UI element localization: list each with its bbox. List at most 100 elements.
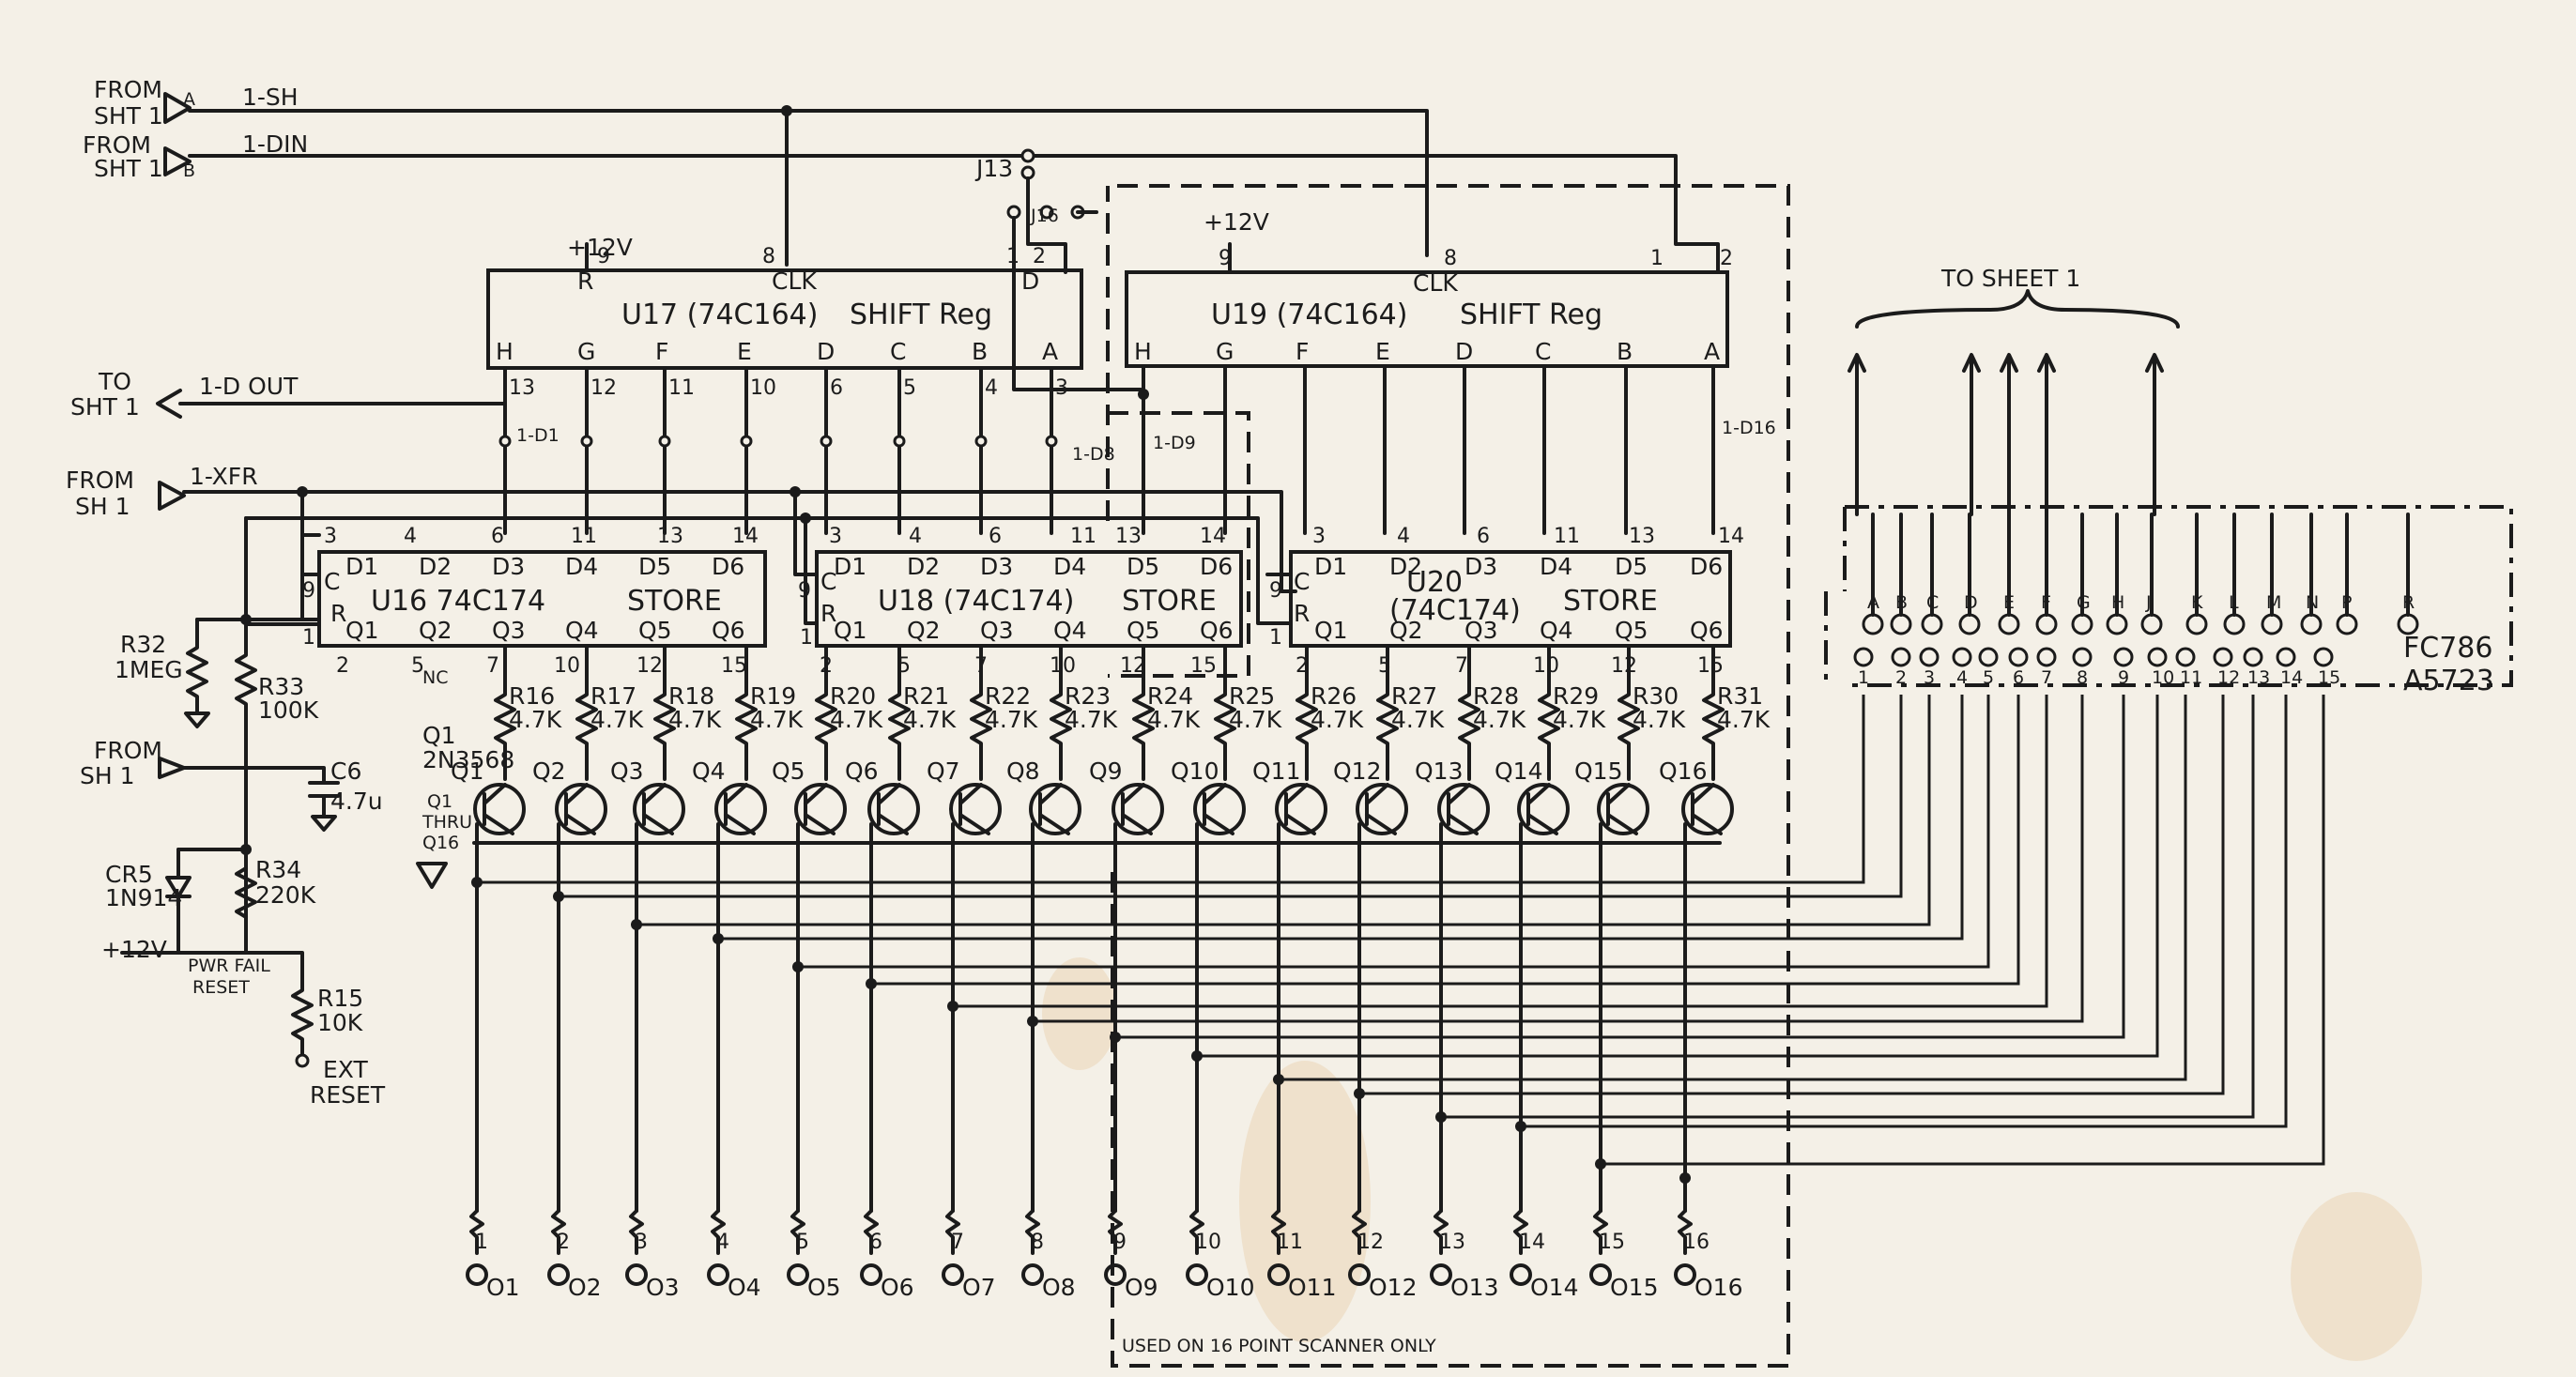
u18io-out-pin: 15 [1190,654,1217,678]
svg-text:R: R [820,600,836,627]
svg-text:R: R [330,600,346,627]
output-terminal [1021,1263,1044,1286]
u20io-in-pin: 13 [1629,525,1655,548]
u16io-out-pin: 2 [336,654,349,678]
paper-stain [2291,1192,2422,1361]
edge-pin-number: 14 [2280,667,2303,688]
u16io-in-label: D5 [638,553,671,580]
u20io-in-label: D3 [1464,553,1497,580]
output-pin-label: 13 [1439,1231,1465,1254]
u17-out-label: G [577,338,595,365]
u20io-out-label: Q2 [1389,617,1423,644]
output-label: O10 [1206,1274,1255,1301]
edge-pin-number: 6 [2013,667,2024,688]
bus-label-1-d9: 1-D9 [1153,433,1196,453]
output-terminal [625,1263,648,1286]
u16io-in-pin: 14 [732,525,759,548]
u17-pin-label: 6 [830,376,843,400]
output-label: O6 [881,1274,914,1301]
svg-text:NC: NC [422,667,448,688]
output-label: O12 [1369,1274,1418,1301]
u18io-in-label: D2 [907,553,940,580]
u20io-in-label: D5 [1615,553,1648,580]
svg-text:C: C [1294,568,1310,595]
u20io-in-label: D2 [1389,553,1422,580]
wire-j13 [1026,176,1067,274]
svg-text:SHIFT Reg: SHIFT Reg [850,298,992,331]
u19-out-label: G [1216,338,1234,365]
connector-from-sht1-din: FROM SHT 1 B 1-DIN [83,130,308,182]
transistor-symbol [867,783,920,835]
connector-to-sht1-dout: TO SHT 1 1-D OUT [70,366,507,421]
resistor-value: 4.7K [1229,706,1282,733]
svg-text:CR5: CR5 [105,861,153,888]
resistor-value: 4.7K [830,706,883,733]
resistor-value: 4.7K [1633,706,1686,733]
svg-text:4.7u: 4.7u [330,788,383,815]
resistor-value: 4.7K [1065,706,1118,733]
transistor-symbol [1597,783,1649,835]
output-pin-label: 10 [1195,1231,1221,1254]
svg-text:R15: R15 [317,985,363,1012]
resistor-value: 4.7K [668,706,722,733]
svg-text:CLK: CLK [1413,269,1458,297]
svg-text:R33: R33 [258,673,304,700]
transistor-symbol [473,783,526,835]
svg-text:FC786: FC786 [2403,632,2492,665]
u16io-out-pin: 12 [636,654,663,678]
resistor-label: R19 [750,682,796,710]
svg-text:RESET: RESET [310,1081,386,1109]
u18io-out-label: Q5 [1127,617,1160,644]
transistor-label: Q5 [772,757,805,785]
resistor-value: 4.7K [1473,706,1526,733]
output-label: O11 [1288,1274,1337,1301]
svg-text:+12V: +12V [1204,208,1269,236]
resistor-value: 4.7K [1311,706,1364,733]
u18io-in-pin: 4 [909,525,922,548]
u19-out-label: C [1535,338,1551,365]
output-label: O9 [1125,1274,1158,1301]
resistor-label: R25 [1229,682,1275,710]
bus-label-1-d8: 1-D8 [1072,444,1115,465]
u17-pin-label: 4 [985,376,998,400]
u18io-in-pin: 6 [989,525,1002,548]
u20io-in-pin: 11 [1554,525,1580,548]
svg-text:FROM: FROM [83,131,151,159]
transistor-symbol [1275,783,1327,835]
output-terminal [1104,1263,1127,1286]
chip-u17: +12V 9 8 1 2 R CLK D U17 (74C164) SHIFT … [486,234,1083,535]
capacitor-c6: FROM SH 1 C6 4.7u [80,737,383,832]
svg-text:STORE: STORE [1122,585,1217,618]
output-label: O13 [1450,1274,1499,1301]
output-label: O3 [646,1274,680,1301]
output-pin-label: 9 [1113,1231,1127,1254]
u17-pin-label: 10 [750,376,776,400]
u16io-in-pin: 11 [571,525,597,548]
svg-text:9: 9 [1219,247,1232,270]
output-pin-label: 1 [475,1231,488,1254]
svg-text:8: 8 [762,245,775,268]
bus-label-1-d16: 1-D16 [1722,418,1776,438]
svg-text:+12V: +12V [101,936,167,963]
output-pin-label: 6 [869,1231,882,1254]
transistor-label: Q10 [1171,757,1219,785]
resistor-label: R30 [1633,682,1679,710]
svg-text:PWR FAIL: PWR FAIL [188,956,270,976]
edge-pin-number: 11 [2180,667,2202,688]
edge-pin-number: 4 [1956,667,1968,688]
resistor-value: 4.7K [509,706,562,733]
wire-j16 [1012,216,1142,391]
u17-pin-label: 12 [590,376,617,400]
resistor-label: R22 [985,682,1031,710]
svg-text:SH 1: SH 1 [75,493,130,520]
svg-text:FROM: FROM [94,737,162,764]
u16io-out-pin: 7 [486,654,499,678]
svg-text:2: 2 [1033,245,1046,268]
svg-text:9: 9 [597,245,610,268]
svg-text:C: C [820,568,836,595]
transistor-label: Q14 [1495,757,1543,785]
transistor-symbol [1681,783,1734,835]
